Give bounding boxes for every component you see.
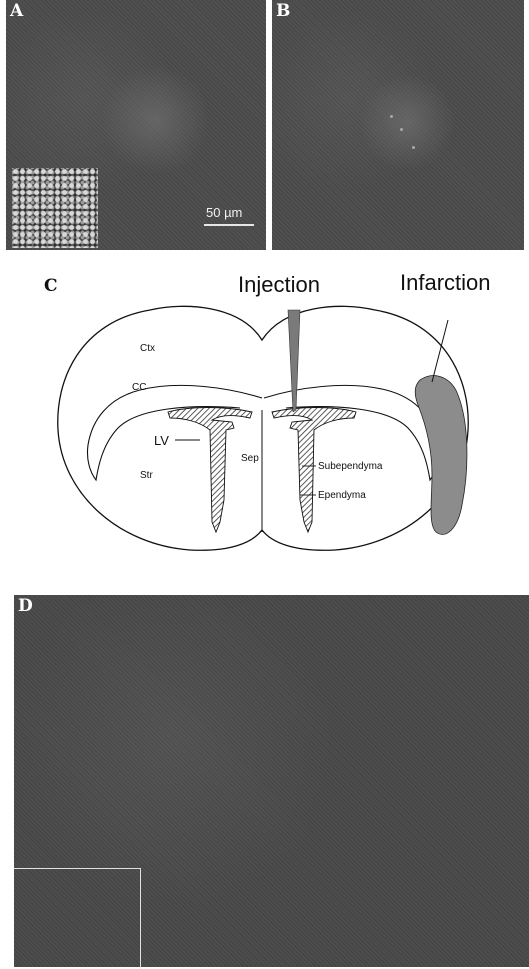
panel-d-inset-frame — [14, 868, 141, 969]
panel-a-micrograph: A 50 µm — [6, 0, 266, 250]
coronal-brain-diagram — [0, 300, 529, 580]
panel-c-letter: C — [44, 276, 58, 296]
labeled-cell-dot — [400, 128, 403, 131]
brain-outline — [58, 306, 468, 550]
injection-needle — [288, 310, 300, 412]
ctx-label: Ctx — [140, 343, 155, 354]
sep-label: Sep — [241, 453, 259, 464]
panel-d-letter: D — [18, 596, 33, 616]
cell-cluster-glow — [357, 75, 457, 170]
cc-label: CC — [132, 382, 146, 393]
labeled-cell-dot — [412, 146, 415, 149]
subependyma-label: Subependyma — [318, 461, 383, 472]
infarction-label: Infarction — [400, 270, 491, 296]
labeled-cell-dot — [390, 115, 393, 118]
injection-label: Injection — [238, 272, 320, 298]
scale-bar-label: 50 µm — [206, 205, 242, 220]
panel-a-letter: A — [10, 1, 23, 21]
left-ventricle — [168, 408, 252, 533]
cell-cluster-glow — [101, 65, 211, 175]
panel-a-inset — [12, 168, 98, 248]
lv-label: LV — [154, 433, 169, 448]
infarction-region — [415, 376, 467, 535]
ependyma-label: Ependyma — [318, 490, 366, 501]
scale-bar — [204, 224, 254, 226]
panel-b-letter: B — [276, 1, 290, 21]
str-label: Str — [140, 470, 153, 481]
corpus-callosum-left — [87, 385, 262, 480]
panel-b-micrograph: B — [272, 0, 524, 250]
